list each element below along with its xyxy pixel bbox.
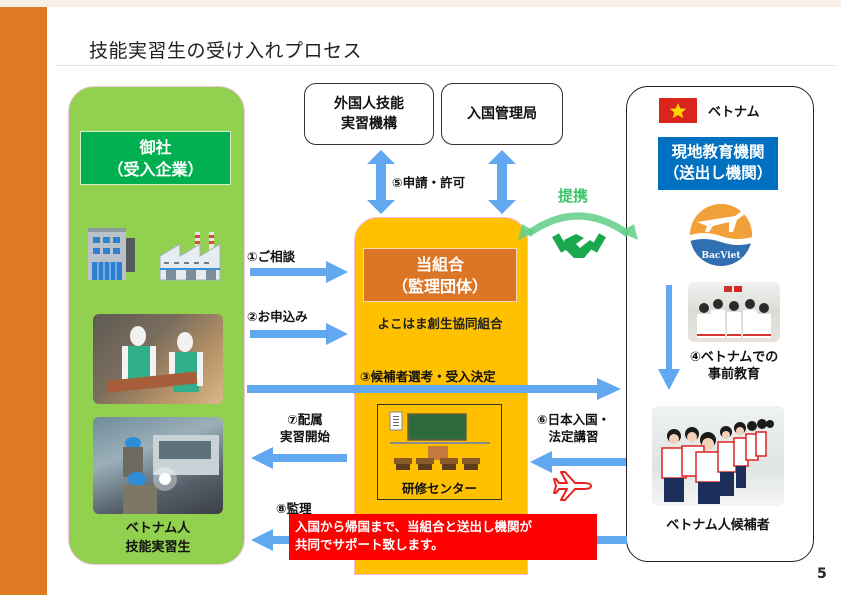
airplane-icon — [553, 471, 592, 501]
step8-label: ⑧監理 — [276, 501, 312, 516]
vietnam-flag-icon — [659, 98, 697, 123]
top-border — [0, 0, 841, 7]
step6-label-line1: ⑥日本入国・ — [537, 412, 611, 427]
step6-label: ⑥日本入国・ 法定講習 — [537, 411, 610, 445]
training-center-box — [377, 404, 502, 500]
step2-label: ②お申込み — [247, 309, 308, 324]
immigration-box: 入国管理局 — [441, 83, 563, 145]
page-number: 5 — [817, 566, 827, 582]
union-label-line2: （監理団体） — [391, 277, 488, 296]
bacviet-logo: BacViet — [690, 204, 752, 266]
company-label-line2: （受入企業） — [107, 160, 204, 179]
support-note: 入国から帰国まで、当組合と送出し機関が 共同でサポート致します。 — [289, 514, 597, 560]
union-label: 当組合 （監理団体） — [363, 248, 517, 302]
otit-line2: 実習機構 — [341, 116, 397, 132]
support-note-line1: 入国から帰国まで、当組合と送出し機関が — [295, 519, 533, 534]
candidates-label: ベトナム人候補者 — [666, 518, 770, 533]
factory-icon — [159, 232, 221, 281]
company-label: 御社 （受入企業） — [80, 131, 231, 185]
step3-label: ③候補者選考・受入決定 — [360, 369, 496, 384]
office-building-icon — [88, 228, 135, 280]
double-arrow-right — [488, 150, 516, 214]
sending-organization-line1: 現地教育機関 — [671, 143, 765, 161]
union-label-line1: 当組合 — [415, 255, 464, 274]
slide-title: 技能実習生の受け入れプロセス — [89, 40, 363, 62]
step1-arrow — [250, 261, 348, 283]
partnership-label: 提携 — [558, 187, 589, 205]
sending-organization-line2: （送出し機関） — [663, 164, 773, 182]
step7-arrow — [251, 447, 347, 469]
accent-sidebar — [0, 7, 47, 595]
vietnamese-candidates-photo — [652, 406, 784, 506]
support-note-line2: 共同でサポート致します。 — [295, 537, 444, 552]
pre-education-photo — [688, 282, 780, 342]
vietnam-country-label: ベトナム — [708, 105, 760, 120]
step4-label: ④ベトナムでの 事前教育 — [686, 349, 782, 383]
welding-worker-photo — [93, 417, 223, 514]
food-factory-workers-photo — [93, 314, 223, 404]
bacviet-logo-text: BacViet — [701, 251, 741, 261]
immigration-label: 入国管理局 — [467, 106, 537, 122]
step7-label: ⑦配属 実習開始 — [280, 411, 330, 445]
double-arrow-left — [367, 150, 395, 214]
step2-arrow — [250, 323, 348, 345]
training-center-label: 研修センター — [401, 481, 477, 496]
application-arrows — [367, 150, 516, 214]
otit-box: 外国人技能 実習機構 — [304, 83, 434, 145]
step1-label: ①ご相談 — [247, 249, 296, 264]
handshake-icon — [552, 233, 606, 258]
sending-organization-label: 現地教育機関 （送出し機関） — [658, 137, 778, 190]
step6-arrow — [530, 451, 626, 473]
step5-label: ⑤申請・許可 — [392, 175, 466, 190]
step7-label-line2: 実習開始 — [280, 429, 331, 444]
step3-arrow — [247, 378, 621, 400]
step4-label-line2: 事前教育 — [707, 367, 760, 382]
classroom-icon — [389, 411, 490, 470]
pre-education-arrow — [658, 285, 680, 390]
company-label-line1: 御社 — [139, 138, 172, 157]
step6-label-line2: 法定講習 — [548, 429, 599, 444]
union-name: よこはま創生協同組合 — [377, 316, 503, 331]
title-divider — [55, 65, 835, 66]
trainees-label-line1: ベトナム人 — [125, 521, 191, 536]
otit-line1: 外国人技能 — [334, 96, 404, 112]
trainees-label-line2: 技能実習生 — [125, 540, 191, 555]
partnership-double-arrow — [518, 212, 638, 240]
trainees-label: ベトナム人 技能実習生 — [93, 519, 223, 557]
step7-label-line1: ⑦配属 — [287, 412, 323, 427]
step4-label-line1: ④ベトナムでの — [689, 350, 779, 365]
